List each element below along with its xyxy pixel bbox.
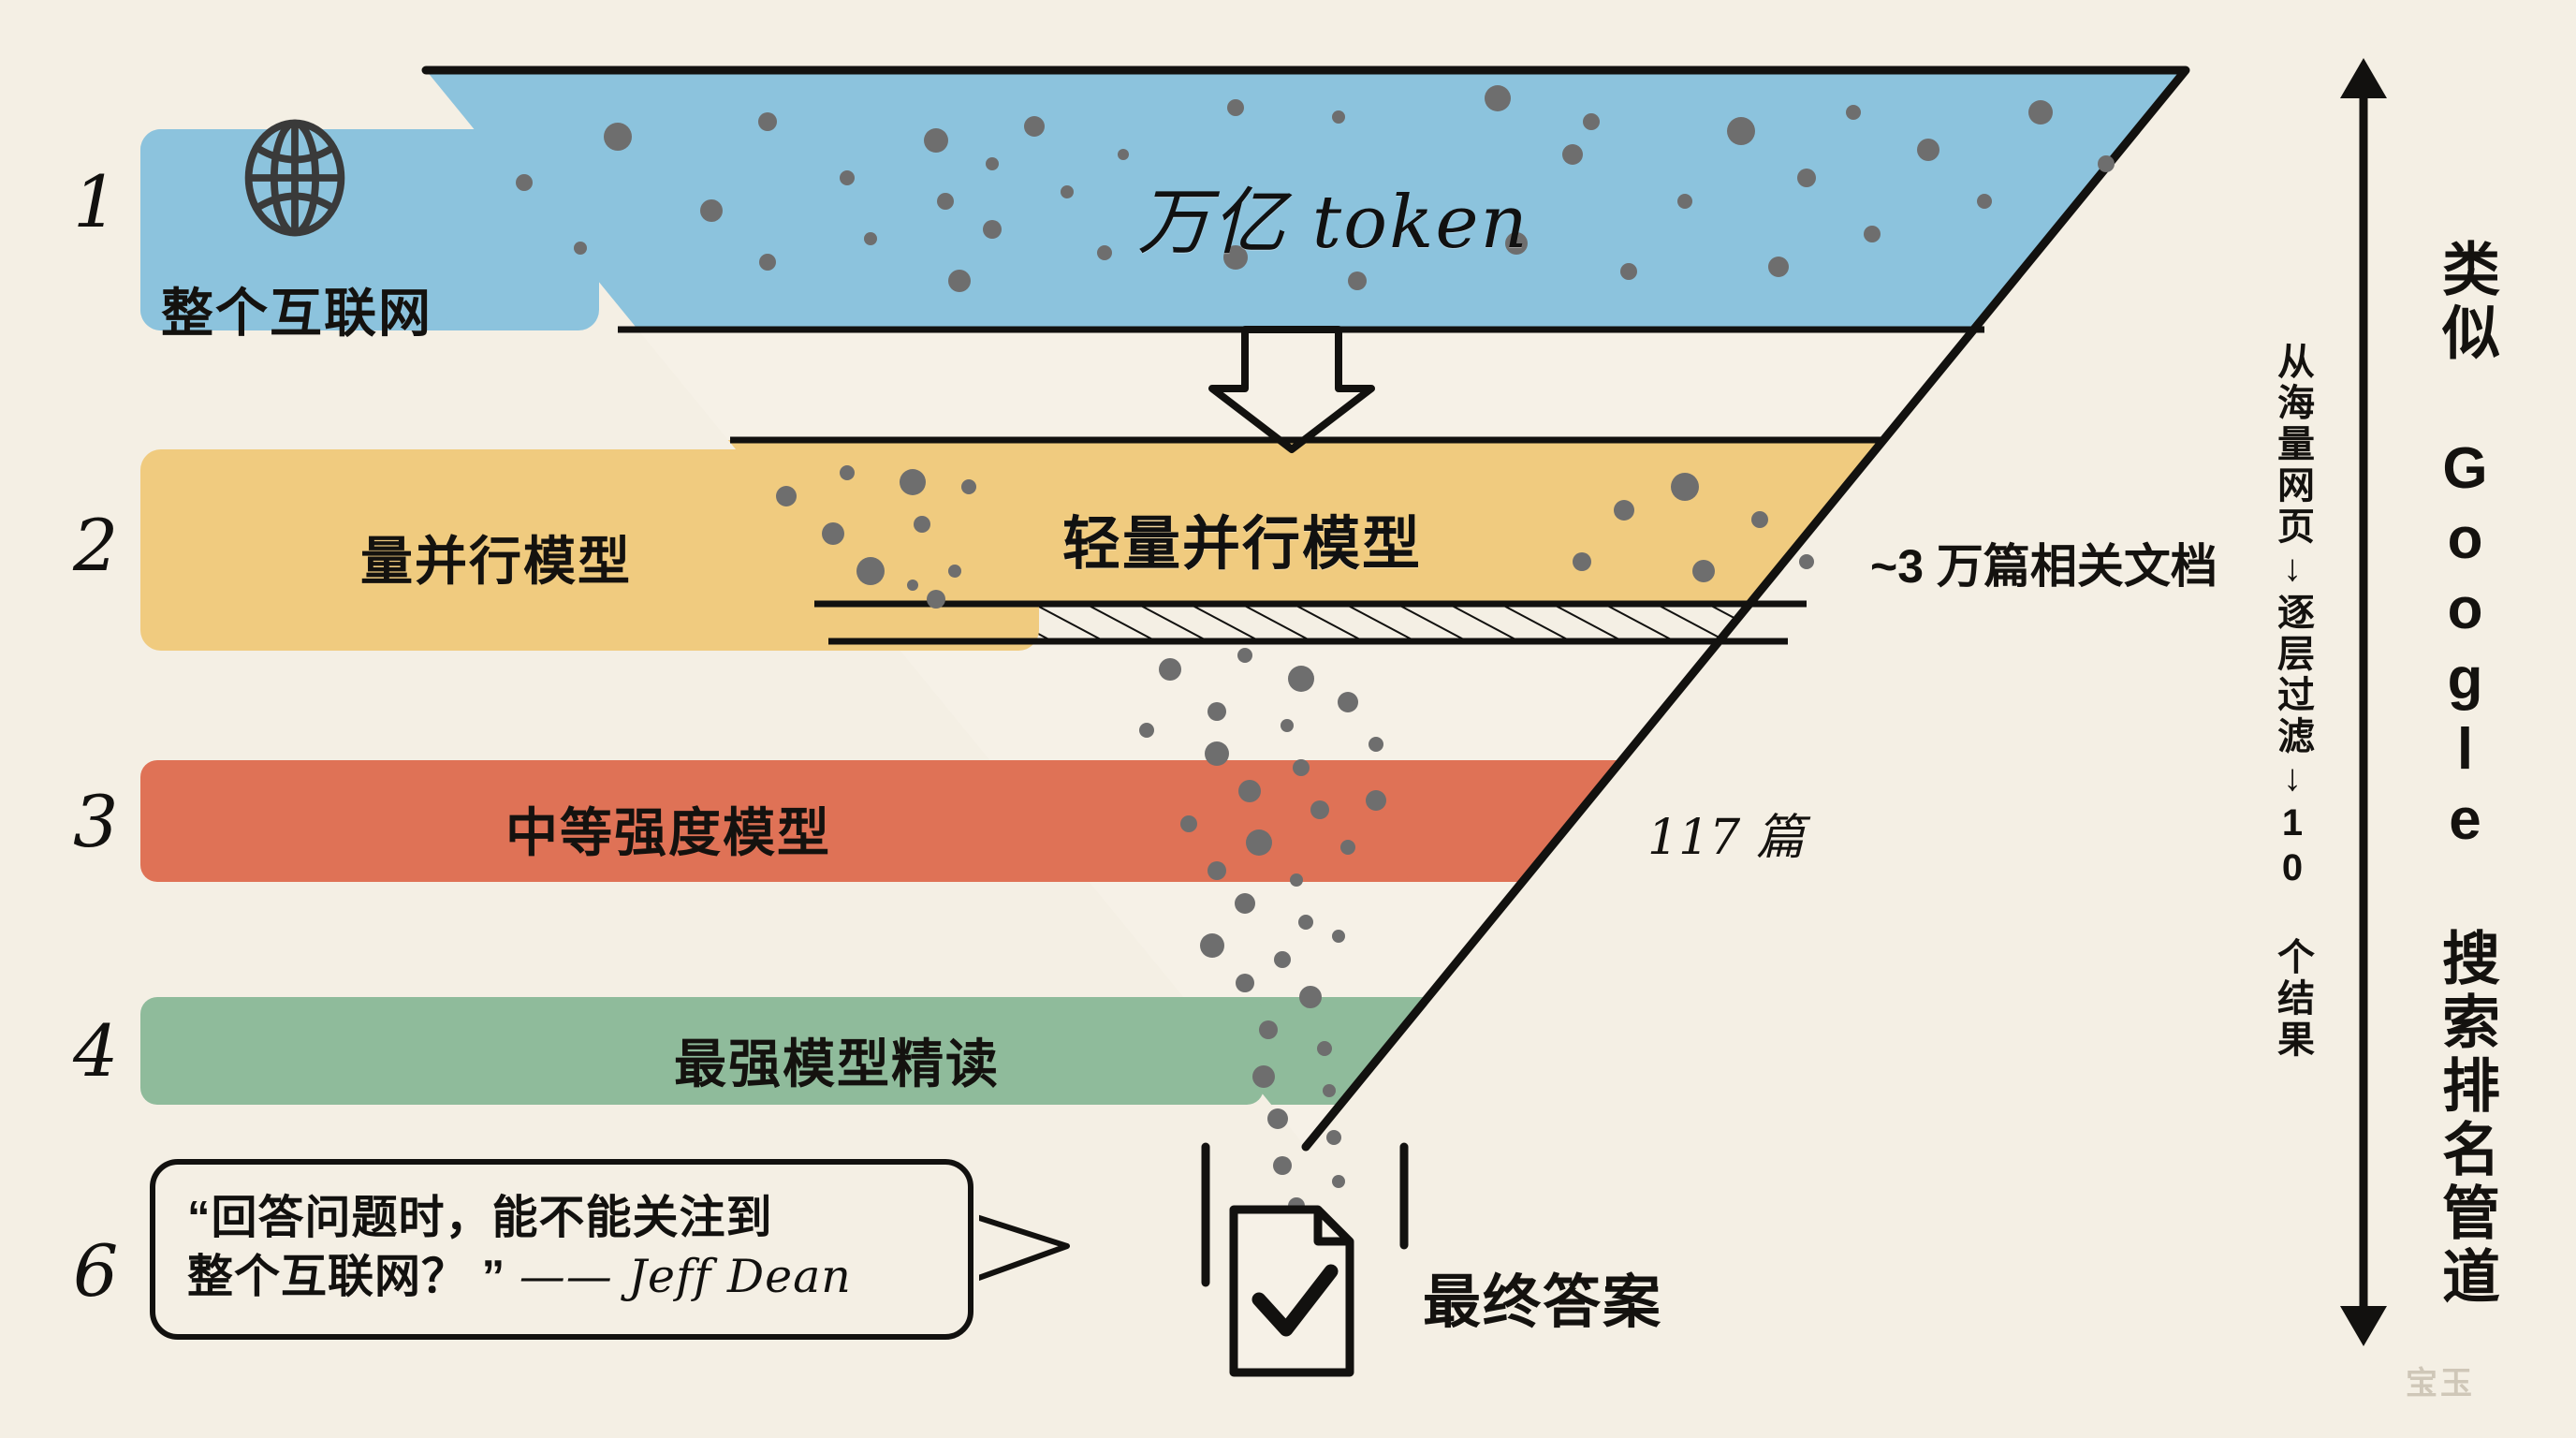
- step-number-6: 6: [73, 1229, 119, 1313]
- band-rect-3: [140, 760, 1413, 882]
- step-number-2: 2: [73, 504, 119, 587]
- final-answer-label: 最终答案: [1423, 1270, 1663, 1335]
- quote-bubble-body: “回答问题时，能不能关注到 整个互联网？ ” —— Jeff Dean: [150, 1159, 973, 1341]
- watermark: 宝玉: [2406, 1366, 2475, 1401]
- quote-bubble: “回答问题时，能不能关注到 整个互联网？ ” —— Jeff Dean: [150, 1159, 1070, 1341]
- funnel-outline: [421, 66, 2190, 1152]
- quote-attribution: —— Jeff Dean: [519, 1249, 852, 1303]
- quote-line-1: “回答问题时，能不能关注到: [187, 1193, 773, 1243]
- funnel-slice-1: [426, 70, 2186, 330]
- quote-line-2-row: 整个互联网？ ” —— Jeff Dean: [187, 1248, 936, 1307]
- quote-bubble-tail: [973, 1212, 1070, 1284]
- range-arrow-icon: [2340, 58, 2387, 1346]
- token-dots: [516, 85, 2115, 1214]
- axis-subtitle: 从海量网页↓逐层过滤↓10 个结果: [2272, 342, 2313, 1061]
- band-label-2: 量并行模型: [360, 532, 632, 591]
- step-number-4: 4: [73, 1009, 119, 1093]
- funnel-label-1: 万亿 token: [1137, 181, 1530, 265]
- band-label-4: 最强模型精读: [674, 1034, 1000, 1093]
- band-label-3: 中等强度模型: [505, 803, 831, 862]
- side-note-3: 117 篇: [1647, 810, 1805, 866]
- step-number-1: 1: [73, 160, 119, 243]
- globe-icon: [234, 117, 356, 239]
- band-label-1: 整个互联网: [161, 284, 432, 343]
- flow-arrow-icon: [1208, 326, 1375, 453]
- step-number-3: 3: [73, 780, 119, 863]
- axis-title: 类似 Google 搜索排名管道: [2433, 239, 2497, 1310]
- band-rect-4: [140, 997, 1264, 1105]
- document-check-icon: [1229, 1205, 1354, 1377]
- band-rect-2: [140, 449, 1039, 651]
- side-note-2: ~3 万篇相关文档: [1870, 540, 2217, 593]
- quote-line-2: 整个互联网？ ”: [187, 1251, 506, 1302]
- funnel-label-2: 轻量并行模型: [1062, 512, 1423, 577]
